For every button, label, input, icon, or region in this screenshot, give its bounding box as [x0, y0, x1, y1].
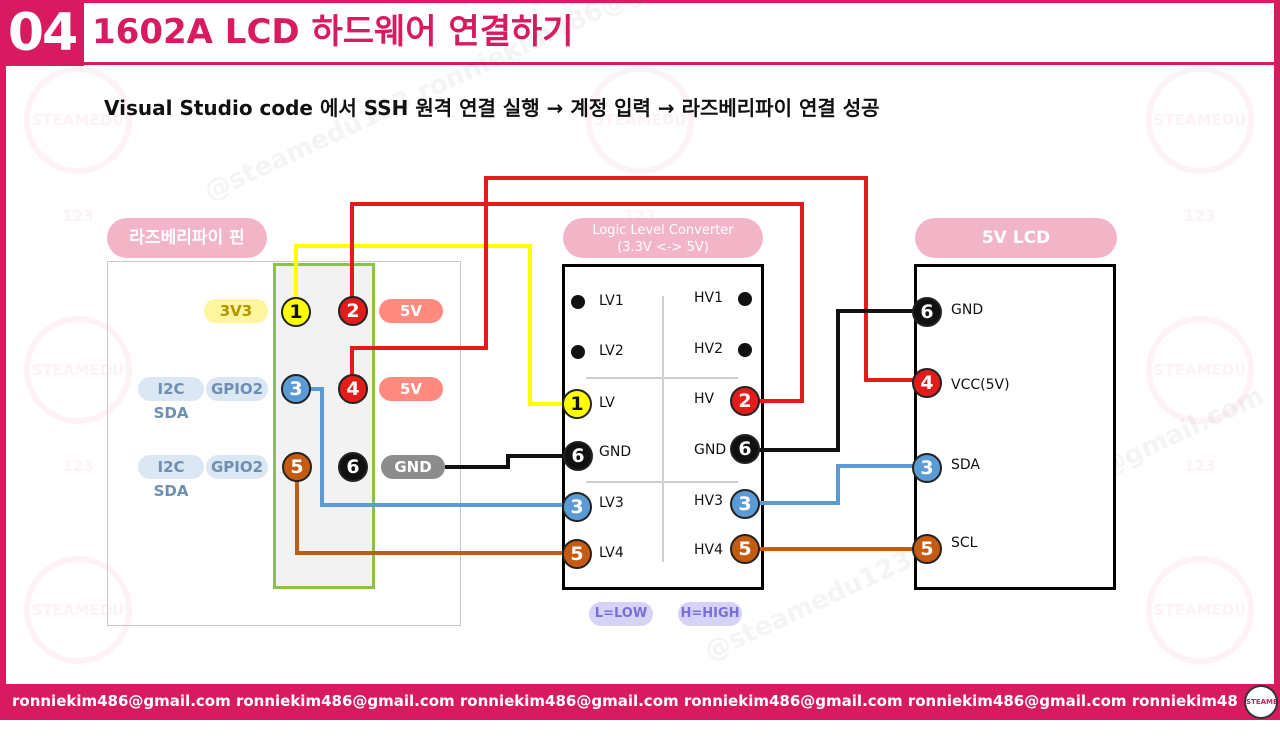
llc-label-hv: HV [694, 391, 715, 407]
llc-pin-gnd-right: 6 [730, 434, 760, 464]
lcd-label-sda: SDA [951, 457, 980, 473]
rpi-board [107, 261, 461, 626]
lcd-pin-vcc: 4 [912, 368, 942, 398]
watermark-logo: STEAMEDU 123 [1146, 66, 1254, 225]
llc-pin-gnd-left: 6 [563, 441, 593, 471]
llc-label-gnd-left: GND [599, 444, 632, 460]
lcd-label-scl: SCL [951, 535, 978, 551]
llc-dot-lv2 [571, 345, 585, 359]
tag-gpio2: GPIO2 [206, 377, 268, 401]
lcd-pin-gnd: 6 [912, 297, 942, 327]
wire-red-5v-hv [350, 202, 804, 403]
llc-pin-lv4: 5 [562, 539, 592, 569]
llc-pin-hv: 2 [730, 386, 760, 416]
llc-pin-hv4: 5 [730, 534, 760, 564]
wire-red-5v-vcc [350, 176, 927, 389]
llc-title-line1: Logic Level Converter [592, 223, 734, 238]
llc-divider-vertical [662, 296, 664, 562]
rpi-pin-4: 4 [338, 374, 368, 404]
rpi-title: 라즈베리파이 핀 [107, 218, 267, 258]
llc-label-lv3: LV3 [599, 495, 624, 511]
slide-frame [0, 0, 1280, 720]
watermark-logo: STEAMEDU 123 [24, 316, 132, 475]
title-underline [84, 62, 1280, 65]
tag-gpio2: GPIO2 [206, 455, 268, 479]
llc-dot-hv2 [738, 343, 752, 357]
llc-label-lv1: LV1 [599, 293, 624, 309]
watermark-logo: STEAMEDU 123 [24, 66, 132, 225]
lcd-label-gnd: GND [951, 302, 984, 318]
llc-label-hv2: HV2 [694, 341, 724, 357]
llc-divider-horizontal [586, 481, 738, 483]
wire-black-gnd-lcd [745, 309, 927, 452]
llc-label-hv1: HV1 [694, 290, 724, 306]
llc-pin-lv: 1 [562, 389, 592, 419]
lcd-pin-scl: 5 [912, 534, 942, 564]
watermark-logo: STEAMEDU 123 [1146, 316, 1254, 475]
rpi-pin-1: 1 [281, 297, 311, 327]
page-subtitle: Visual Studio code 에서 SSH 원격 연결 실행 → 계정 … [104, 96, 880, 120]
rpi-pin-6: 6 [338, 452, 368, 482]
lcd-module [914, 264, 1116, 590]
rpi-pin-5: 5 [282, 452, 312, 482]
slide-header: 04 1602A LCD 하드웨어 연결하기 [0, 0, 1280, 66]
llc-label-hv3: HV3 [694, 493, 724, 509]
tag-gnd: GND [381, 455, 445, 479]
tag-5v: 5V [379, 299, 443, 323]
lcd-title: 5V LCD [915, 218, 1117, 258]
wire-blue-sda-lv3 [297, 387, 577, 507]
llc-title: Logic Level Converter (3.3V <-> 5V) [563, 218, 763, 258]
llc-dot-hv1 [738, 292, 752, 306]
wire-blue-hv3-sda [745, 464, 927, 505]
llc-label-lv2: LV2 [599, 343, 624, 359]
tag-5v: 5V [379, 377, 443, 401]
wire-yellow-3v3 [294, 244, 576, 406]
lcd-pin-sda: 3 [912, 453, 942, 483]
llc-dot-lv1 [571, 295, 585, 309]
wire-orange-scl-lv4 [295, 467, 577, 555]
llc-label-lv4: LV4 [599, 545, 624, 561]
section-number: 04 [0, 0, 84, 66]
tag-i2c-sda: I2C SDA [138, 377, 204, 422]
llc-divider-horizontal [586, 377, 738, 379]
legend-high: H=HIGH [678, 602, 742, 626]
wiring-diagram [294, 176, 927, 555]
footer-email-text: ronniekim486@gmail.com ronniekim486@gmai… [12, 692, 1237, 710]
rpi-pin-2: 2 [338, 296, 368, 326]
page-title: 1602A LCD 하드웨어 연결하기 [92, 12, 574, 52]
lcd-label-vcc: VCC(5V) [951, 377, 1010, 393]
rpi-pin-3: 3 [281, 374, 311, 404]
tag-i2c-sda: I2C SDA [138, 455, 204, 500]
steamedu-logo-icon: STEAMEDU 123 [1244, 685, 1278, 719]
wire-black-gnd-lv [445, 454, 578, 469]
llc-label-hv4: HV4 [694, 542, 724, 558]
llc-label-lv: LV [599, 395, 615, 411]
llc-pin-lv3: 3 [562, 492, 592, 522]
llc-title-line2: (3.3V <-> 5V) [617, 240, 709, 255]
legend-low: L=LOW [589, 602, 653, 626]
tag-3v3: 3V3 [204, 299, 268, 323]
footer-bar: ronniekim486@gmail.com ronniekim486@gmai… [0, 684, 1280, 720]
llc-label-gnd-right: GND [694, 442, 727, 458]
llc-pin-hv3: 3 [730, 489, 760, 519]
